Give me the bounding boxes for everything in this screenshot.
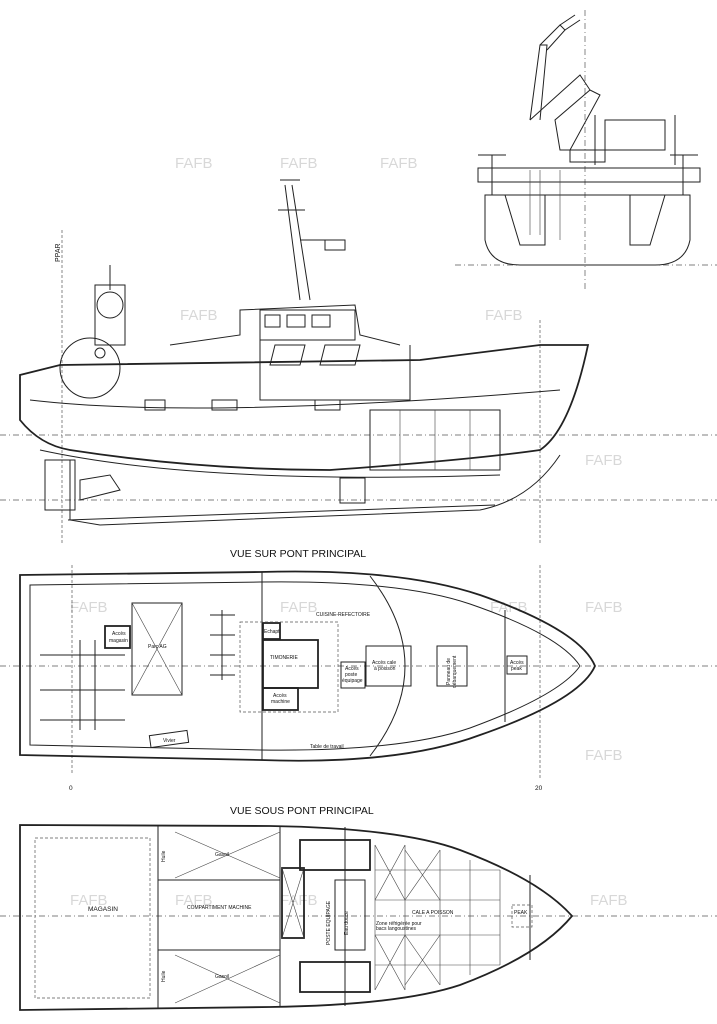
watermark: FAFB [70, 892, 108, 909]
label-compartiment-machine: COMPARTIMENT MACHINE [187, 905, 252, 911]
stern-section-view [455, 10, 717, 290]
label-acces-magasin-2: magasin [109, 638, 128, 644]
label-acces-cale-1: Accès cale [372, 660, 396, 666]
frame-0-label: 0 [69, 785, 73, 792]
watermark: FAFB [175, 155, 213, 172]
watermark: FAFB [585, 599, 623, 616]
label-vivier: Vivier [163, 738, 176, 744]
main-deck-plan: VUE SUR PONT PRINCIPAL Accès magasin Par… [0, 548, 717, 792]
watermark: FAFB [280, 599, 318, 616]
watermark: FAFB [180, 307, 218, 324]
label-magasin: MAGASIN [88, 906, 118, 913]
label-acces-poste-1: Accès [345, 666, 359, 672]
below-deck-title: VUE SOUS PONT PRINCIPAL [230, 805, 374, 817]
label-panneau-2: débarquement [452, 655, 458, 688]
label-cuisine-refectoire: CUISINE-REFECTOIRE [316, 612, 371, 618]
ppar-label: PPAR [55, 243, 62, 262]
label-acces-peak-1: Accès [510, 660, 524, 666]
fish-hold-grid [374, 844, 501, 991]
watermarks: FAFB FAFB FAFB FAFB FAFB FAFB FAFB FAFB … [70, 155, 628, 909]
label-poste-equipage: POSTE EQUIPAGE [326, 900, 332, 945]
deck-plan-title: VUE SUR PONT PRINCIPAL [230, 548, 366, 560]
label-zone-refrigeree-1: Zone réfrigérée pour [376, 921, 422, 927]
watermark: FAFB [70, 599, 108, 616]
label-acces-machine-1: Accès [273, 693, 287, 699]
label-cale-a-poisson: CALE A POISSON [412, 910, 454, 916]
watermark: FAFB [590, 892, 628, 909]
label-huile-top: Huile [161, 850, 167, 862]
label-peak: PEAK [514, 910, 528, 916]
watermark: FAFB [485, 307, 523, 324]
watermark: FAFB [490, 599, 528, 616]
label-parc-ag: Parc AG [148, 644, 167, 650]
label-zone-refrigeree-2: bacs langoustines [376, 926, 417, 932]
label-echapt: Echapt [264, 629, 280, 635]
watermark: FAFB [585, 452, 623, 469]
watermark: FAFB [585, 747, 623, 764]
watermark: FAFB [380, 155, 418, 172]
label-panneau-1: Panneau de [446, 658, 452, 685]
label-acces-magasin-1: Accès [112, 631, 126, 637]
label-table-de-travail: Table de travail [310, 744, 344, 750]
watermark: FAFB [280, 155, 318, 172]
label-timonerie: TIMONERIE [270, 655, 298, 661]
label-acces-peak-2: peak [511, 666, 522, 672]
watermark: FAFB [280, 892, 318, 909]
label-acces-machine-2: machine [271, 699, 290, 705]
windows [264, 314, 361, 366]
watermark: FAFB [175, 892, 213, 909]
side-profile-view: PPAR [0, 179, 717, 545]
label-acces-poste-2: poste [345, 672, 357, 678]
label-eau-douce: Eau douce [344, 911, 350, 935]
label-gasoil-top: Gasoil [215, 852, 229, 858]
label-acces-cale-2: à poisson [374, 666, 396, 672]
frame-20-label: 20 [535, 785, 543, 792]
label-gasoil-bottom: Gasoil [215, 974, 229, 980]
label-acces-poste-3: équipage [342, 678, 363, 684]
label-huile-bottom: Huile [161, 970, 167, 982]
below-deck-plan: VUE SOUS PONT PRINCIPAL MAGASIN Gasoil G… [0, 805, 717, 1011]
